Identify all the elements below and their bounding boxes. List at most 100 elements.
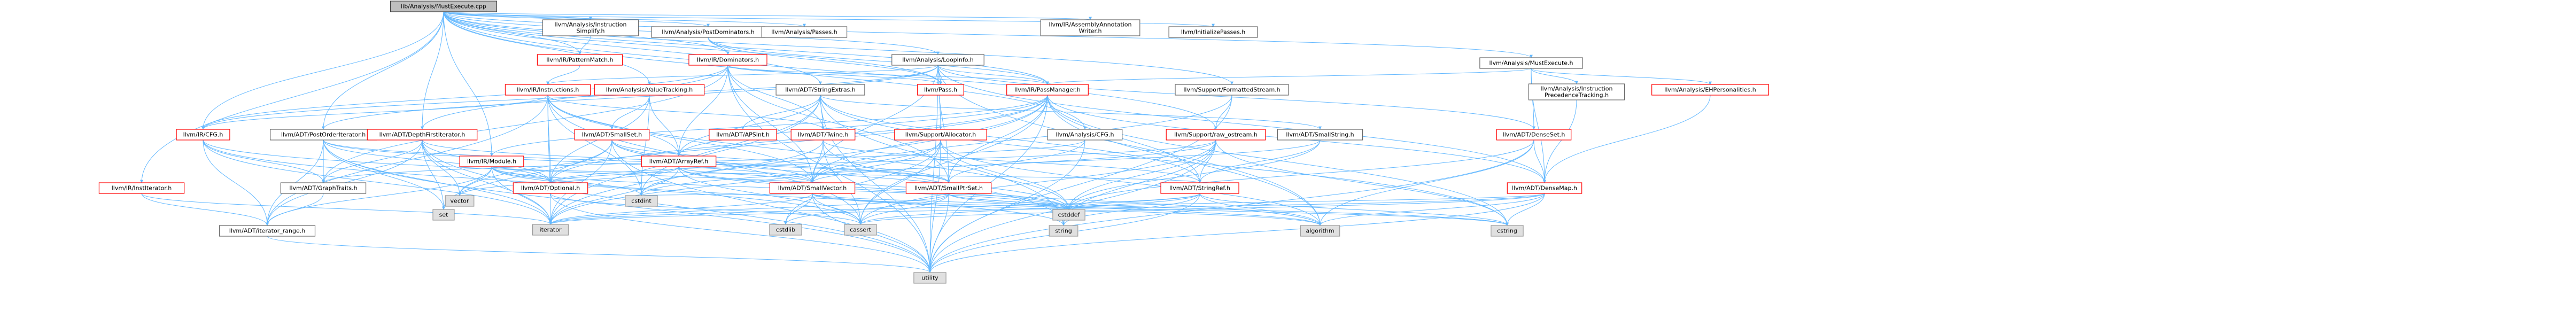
node-box [537, 54, 623, 66]
node-dominators[interactable]: llvm/IR/Dominators.h [688, 54, 767, 66]
edge-stringextras-to-smallstring [820, 95, 1322, 130]
edge-mustexec-to-ehpers [1531, 68, 1712, 85]
node-box [1052, 209, 1085, 221]
node-label: llvm/IR/Module.h [467, 158, 516, 165]
edge-fmtstream-to-smallvector [811, 95, 1232, 183]
node-passmanager[interactable]: llvm/IR/PassManager.h [1006, 84, 1089, 96]
node-instprec[interactable]: llvm/Analysis/InstructionPrecedenceTrack… [1528, 83, 1625, 100]
node-valuetracking[interactable]: llvm/Analysis/ValueTracking.h [594, 84, 705, 96]
node-stringextras[interactable]: llvm/ADT/StringExtras.h [775, 84, 865, 96]
edge-allocator-to-cassert [859, 139, 941, 225]
node-densese[interactable]: llvm/ADT/DenseSet.h [1496, 129, 1572, 141]
node-label: llvm/Analysis/EHPersonalities.h [1664, 87, 1756, 94]
edge-passmanager-to-stringref [1047, 95, 1201, 183]
node-label: Simplify.h [577, 28, 605, 35]
edge-dominators-to-smallptrset [727, 65, 950, 183]
node-label: llvm/IR/PassManager.h [1014, 87, 1081, 94]
edge-patternmatch-to-instructions [546, 65, 580, 85]
node-label: llvm/Pass.h [924, 87, 957, 94]
edge-instsimplify-to-patternmatch [578, 35, 591, 55]
node-smallstring[interactable]: llvm/ADT/SmallString.h [1277, 129, 1363, 141]
edge-mustexec-to-instprec [1531, 68, 1578, 84]
node-optional[interactable]: llvm/ADT/Optional.h [513, 182, 588, 194]
node-pass[interactable]: llvm/Pass.h [917, 84, 964, 96]
node-postorder[interactable]: llvm/ADT/PostOrderIterator.h [270, 129, 377, 141]
node-graphtraits[interactable]: llvm/ADT/GraphTraits.h [280, 182, 367, 194]
node-cfg_ir[interactable]: llvm/IR/CFG.h [176, 129, 230, 141]
node-box [532, 224, 569, 236]
node-loopinfo[interactable]: llvm/Analysis/LoopInfo.h [891, 54, 984, 66]
node-box [1277, 129, 1363, 141]
node-label: llvm/ADT/ArrayRef.h [649, 158, 709, 165]
node-iterrange[interactable]: llvm/ADT/iterator_range.h [219, 225, 316, 237]
node-label: llvm/ADT/PostOrderIterator.h [281, 131, 366, 138]
node-instructions[interactable]: llvm/IR/Instructions.h [505, 84, 591, 96]
edge-instructions-to-twine [547, 95, 825, 130]
node-apsint[interactable]: llvm/ADT/APSInt.h [709, 129, 777, 141]
edge-iterrange-to-utility [267, 236, 932, 273]
node-stringref[interactable]: llvm/ADT/StringRef.h [1160, 182, 1239, 194]
node-box [432, 209, 455, 221]
node-box [280, 182, 367, 194]
edge-dominators-to-arrayref [677, 65, 728, 157]
edge-postorder-to-smallptrset [323, 139, 950, 183]
node-arrayref[interactable]: llvm/ADT/ArrayRef.h [641, 156, 717, 167]
edge-passmanager-to-arrayref [677, 95, 1048, 157]
node-densemap[interactable]: llvm/ADT/DenseMap.h [1507, 182, 1582, 194]
node-postdom[interactable]: llvm/Analysis/PostDominators.h [651, 26, 765, 38]
edge-arrayref-to-cstddef [678, 166, 1070, 210]
node-twine[interactable]: llvm/ADT/Twine.h [790, 129, 856, 141]
node-cfg_an[interactable]: llvm/Analysis/CFG.h [1047, 129, 1123, 141]
node-allocator[interactable]: llvm/Support/Allocator.h [894, 129, 987, 141]
node-patternmatch[interactable]: llvm/IR/PatternMatch.h [537, 54, 623, 66]
node-label: PrecedenceTracking.h [1545, 92, 1609, 99]
edge-passmanager-to-algorithm [1047, 95, 1322, 226]
node-label: lib/Analysis/MustExecute.cpp [401, 3, 486, 10]
edge-stringextras-to-arrayref [677, 95, 821, 157]
edge-loopinfo-to-densese [937, 65, 1535, 130]
node-label: vector [451, 198, 469, 205]
edge-dfsiter-to-set [422, 139, 445, 210]
node-box [574, 129, 650, 141]
node-smallptrset[interactable]: llvm/ADT/SmallPtrSet.h [905, 182, 992, 194]
edge-root-to-stringextras [443, 11, 822, 85]
node-smallvector[interactable]: llvm/ADT/SmallVector.h [769, 182, 856, 194]
edge-smallptrset-to-cstring [948, 193, 1509, 226]
node-smallset[interactable]: llvm/ADT/SmallSet.h [574, 129, 650, 141]
node-label: llvm/ADT/DenseSet.h [1503, 131, 1565, 138]
node-initpasses[interactable]: llvm/InitializePasses.h [1168, 26, 1258, 38]
node-module[interactable]: llvm/IR/Module.h [459, 156, 524, 167]
edge-dominators-to-smallvector [727, 65, 814, 183]
node-box [1175, 84, 1289, 96]
node-box [1300, 225, 1340, 237]
node-rawostream[interactable]: llvm/Support/raw_ostream.h [1166, 129, 1266, 141]
node-fmtstream[interactable]: llvm/Support/FormattedStream.h [1175, 84, 1289, 96]
node-label: llvm/ADT/DenseMap.h [1512, 185, 1577, 192]
node-institer[interactable]: llvm/IR/InstIterator.h [98, 182, 185, 194]
edge-root-to-cfg_an [443, 11, 1087, 130]
node-label: llvm/Support/FormattedStream.h [1183, 87, 1280, 94]
node-passes[interactable]: llvm/Analysis/Passes.h [761, 26, 848, 38]
edge-dfsiter-to-utility [422, 139, 932, 273]
node-root[interactable]: lib/Analysis/MustExecute.cpp [390, 1, 497, 12]
edge-smallset-to-smallptrset [611, 139, 950, 183]
node-label: llvm/IR/Instructions.h [517, 87, 579, 94]
node-ehpers[interactable]: llvm/Analysis/EHPersonalities.h [1651, 84, 1769, 96]
node-label: llvm/InitializePasses.h [1181, 29, 1245, 36]
node-box [1049, 225, 1078, 237]
node-box [367, 129, 478, 141]
edge-smallvector-to-cstdint [640, 192, 813, 196]
edge-smallvector-to-cstddef [812, 193, 1070, 210]
node-box [445, 195, 475, 207]
node-dfsiter[interactable]: llvm/ADT/DepthFirstIterator.h [367, 129, 478, 141]
edge-loopinfo-to-instructions [546, 65, 938, 85]
edge-smallvector-to-cstring [812, 193, 1509, 226]
edge-densese-to-densemap [1533, 139, 1546, 183]
node-box [790, 129, 856, 141]
node-box [641, 156, 717, 167]
node-vector: vector [445, 195, 475, 207]
node-mustexec[interactable]: llvm/Analysis/MustExecute.h [1479, 57, 1583, 69]
